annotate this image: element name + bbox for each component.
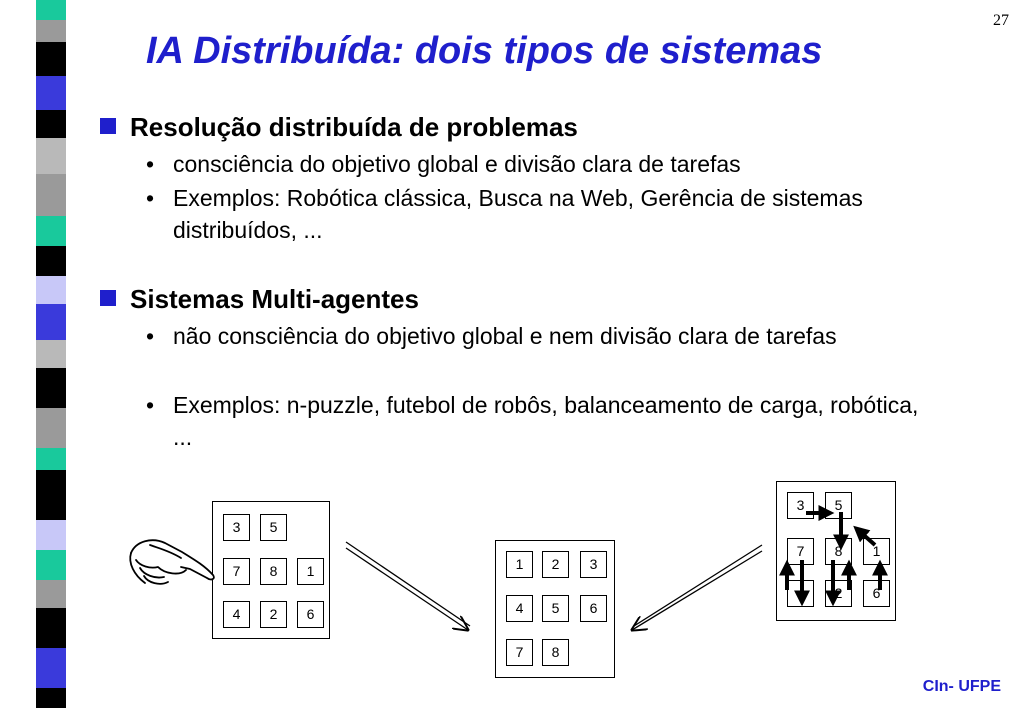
list-item: •consciência do objetivo global e divisã… (146, 151, 741, 177)
puzzle-tile: 5 (260, 514, 287, 541)
puzzle-tile: 1 (506, 551, 533, 578)
slide-number: 27 (993, 12, 1009, 29)
puzzle-tile: 8 (542, 639, 569, 666)
puzzle-tile: 8 (260, 558, 287, 585)
puzzle-tile: 6 (297, 601, 324, 628)
puzzle-tile: 6 (863, 580, 890, 607)
arrow-icon (632, 544, 763, 630)
puzzle-tile: 7 (223, 558, 250, 585)
decorative-stripe (36, 0, 66, 708)
move-arrows (779, 505, 888, 607)
section-heading: Sistemas Multi-agentes (100, 284, 419, 315)
section-heading: Resolução distribuída de problemas (100, 112, 578, 143)
puzzle-tile: 3 (223, 514, 250, 541)
square-bullet-icon (100, 290, 116, 306)
puzzle-tile: 6 (580, 595, 607, 622)
list-item: •não consciência do objetivo global e ne… (146, 323, 837, 349)
puzzle-tile: 7 (506, 639, 533, 666)
list-item: •Exemplos: Robótica clássica, Busca na W… (146, 185, 863, 243)
puzzle-tile: 4 (506, 595, 533, 622)
footer-label: CIn- UFPE (922, 678, 1001, 695)
square-bullet-icon (100, 118, 116, 134)
slide-title: IA Distribuída: dois tipos de sistemas (146, 30, 823, 72)
puzzle-tile: 1 (297, 558, 324, 585)
puzzle-center: 1 2 3 4 5 6 7 8 (495, 540, 615, 678)
puzzle-tile: 2 (260, 601, 287, 628)
puzzle-tile: 5 (542, 595, 569, 622)
puzzle-tile: 2 (542, 551, 569, 578)
puzzle-tile: 3 (580, 551, 607, 578)
puzzle-left: 3 5 7 8 1 4 2 6 (212, 501, 330, 639)
arrow-icon (345, 541, 470, 630)
puzzle-tile: 4 (223, 601, 250, 628)
pointing-hand-icon (129, 539, 215, 585)
list-item: •Exemplos: n-puzzle, futebol de robôs, b… (146, 392, 919, 450)
